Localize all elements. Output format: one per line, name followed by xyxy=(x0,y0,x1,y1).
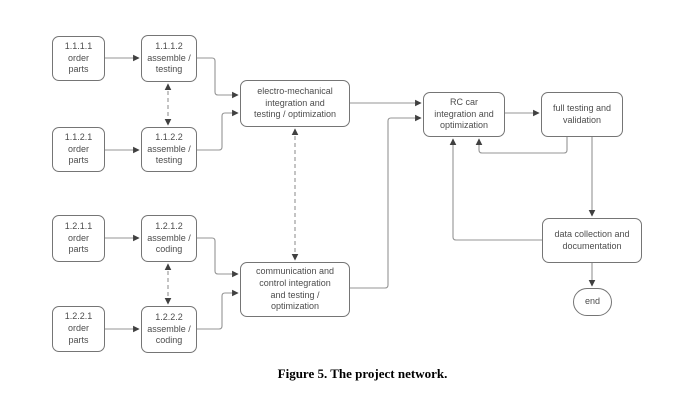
figure-caption: Figure 5. The project network. xyxy=(277,366,448,381)
node-order-parts-1221: 1.2.2.1 order parts xyxy=(52,306,105,352)
node-data-collection-documentation: data collection and documentation xyxy=(542,218,642,263)
node-end-terminator: end xyxy=(573,288,612,316)
node-assemble-testing-1122: 1.1.2.2 assemble / testing xyxy=(141,127,197,172)
node-assemble-testing-1112: 1.1.1.2 assemble / testing xyxy=(141,35,197,82)
node-order-parts-1121: 1.1.2.1 order parts xyxy=(52,127,105,172)
edge-1122-to-electro xyxy=(197,109,239,151)
edge-1112-to-electro xyxy=(197,57,239,99)
node-communication-control-integration: communication and control integration an… xyxy=(240,262,350,317)
edge-1212-to-comm xyxy=(197,237,239,278)
node-assemble-coding-1222: 1.2.2.2 assemble / coding xyxy=(141,306,197,353)
edge-datacol-to-rccar-loop xyxy=(449,138,542,241)
edge-fulltest-to-rccar-loop xyxy=(475,137,568,154)
node-order-parts-1211: 1.2.1.1 order parts xyxy=(52,215,105,262)
node-rc-car-integration: RC car integration and optimization xyxy=(423,92,505,137)
node-full-testing-validation: full testing and validation xyxy=(541,92,623,137)
edge-1222-to-comm xyxy=(197,289,239,330)
edge-comm-to-rccar xyxy=(350,114,422,289)
node-electro-mechanical-integration: electro-mechanical integration and testi… xyxy=(240,80,350,127)
node-order-parts-1111: 1.1.1.1 order parts xyxy=(52,36,105,81)
node-assemble-coding-1212: 1.2.1.2 assemble / coding xyxy=(141,215,197,262)
